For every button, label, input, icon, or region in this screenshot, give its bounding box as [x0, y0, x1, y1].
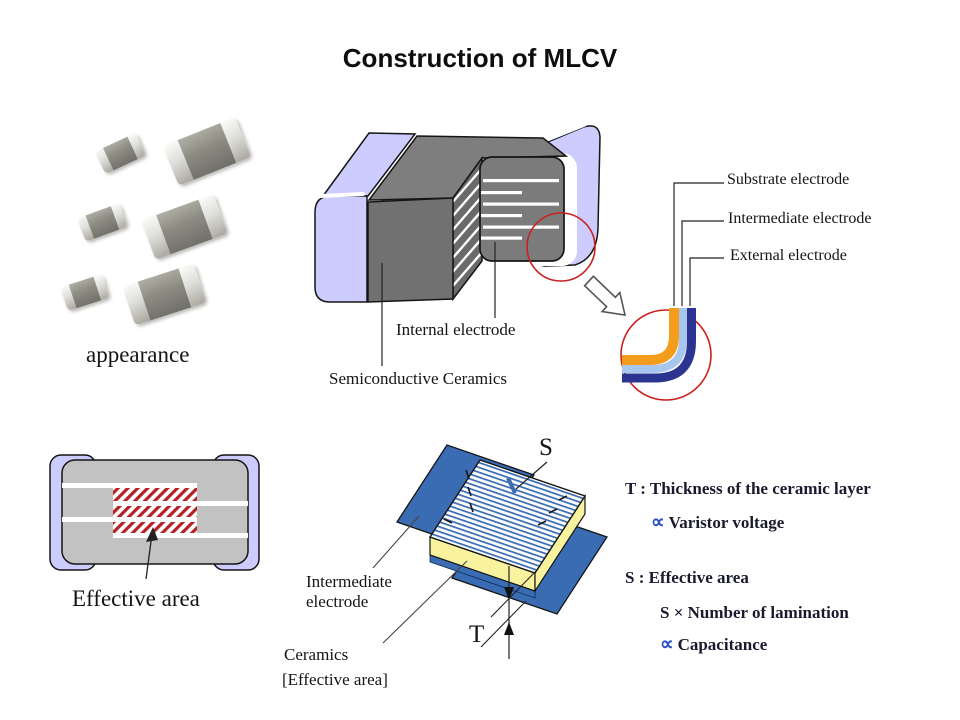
s-leader-tick [506, 477, 517, 494]
ceramics-leader [382, 560, 468, 644]
intermediate-electrode-bottom-label: Intermediate electrode [306, 572, 392, 611]
left-termination-highlight [319, 192, 365, 198]
intermediate-electrode-leader [372, 515, 420, 569]
lamination-3d-diagram [372, 444, 608, 659]
hidden-edge-dashes [443, 469, 568, 526]
cross-section-diagram [49, 454, 260, 580]
t-definition-text: T : Thickness of the ceramic layer [625, 479, 871, 498]
t-proportional-text: ∝ Varistor voltage [651, 512, 784, 534]
proportional-symbol: ∝ [651, 512, 665, 533]
effective-area-arrow [145, 533, 153, 580]
intermediate-electrode-label: Intermediate electrode [728, 210, 872, 227]
zoom-arrow-icon [583, 275, 627, 316]
terminal-layer-detail [620, 182, 724, 401]
cross-section-face [479, 156, 565, 262]
effective-area-label: Effective area [72, 586, 200, 611]
t-proportional-to: Varistor voltage [668, 513, 785, 532]
thickness-dimension [480, 566, 537, 659]
internal-electrode-lines [481, 179, 559, 240]
substrate-electrode-label: Substrate electrode [727, 171, 850, 188]
page-title: Construction of MLCV [342, 43, 618, 73]
s-definition-text: S : Effective area [625, 568, 749, 587]
intermediate-leader [681, 220, 724, 306]
external-electrode-band [622, 308, 696, 383]
ceramic-front-face [367, 197, 454, 303]
effective-area-bracket-label: [Effective area] [282, 670, 388, 689]
substrate-electrode-band [622, 308, 679, 365]
semiconductive-ceramics-label: Semiconductive Ceramics [329, 369, 507, 388]
s-proportional-to: Capacitance [677, 635, 768, 654]
effective-area-hatch [113, 488, 197, 533]
ceramics-label: Ceramics [284, 645, 349, 664]
s-leader [515, 461, 548, 490]
proportional-symbol: ∝ [660, 634, 674, 655]
effective-area-arrowhead [146, 527, 158, 542]
t-letter-label: T [469, 621, 485, 648]
external-electrode-label: External electrode [730, 247, 847, 264]
detail-circle [620, 309, 712, 401]
mlcv-3d-cutaway-diagram [314, 123, 627, 366]
electrode-lines [62, 483, 248, 538]
substrate-leader [673, 182, 724, 306]
internal-electrode-label: Internal electrode [396, 320, 516, 339]
external-leader [689, 257, 724, 306]
intermediate-electrode-band [622, 308, 687, 373]
s-proportional-text: ∝ Capacitance [660, 634, 767, 656]
s-letter-label: S [539, 434, 553, 461]
s-formula-text: S × Number of lamination [660, 603, 849, 622]
left-termination-front [314, 195, 368, 303]
right-termination-highlight [543, 123, 587, 143]
appearance-label: appearance [86, 342, 190, 367]
corner-highlight-circle [526, 212, 596, 282]
